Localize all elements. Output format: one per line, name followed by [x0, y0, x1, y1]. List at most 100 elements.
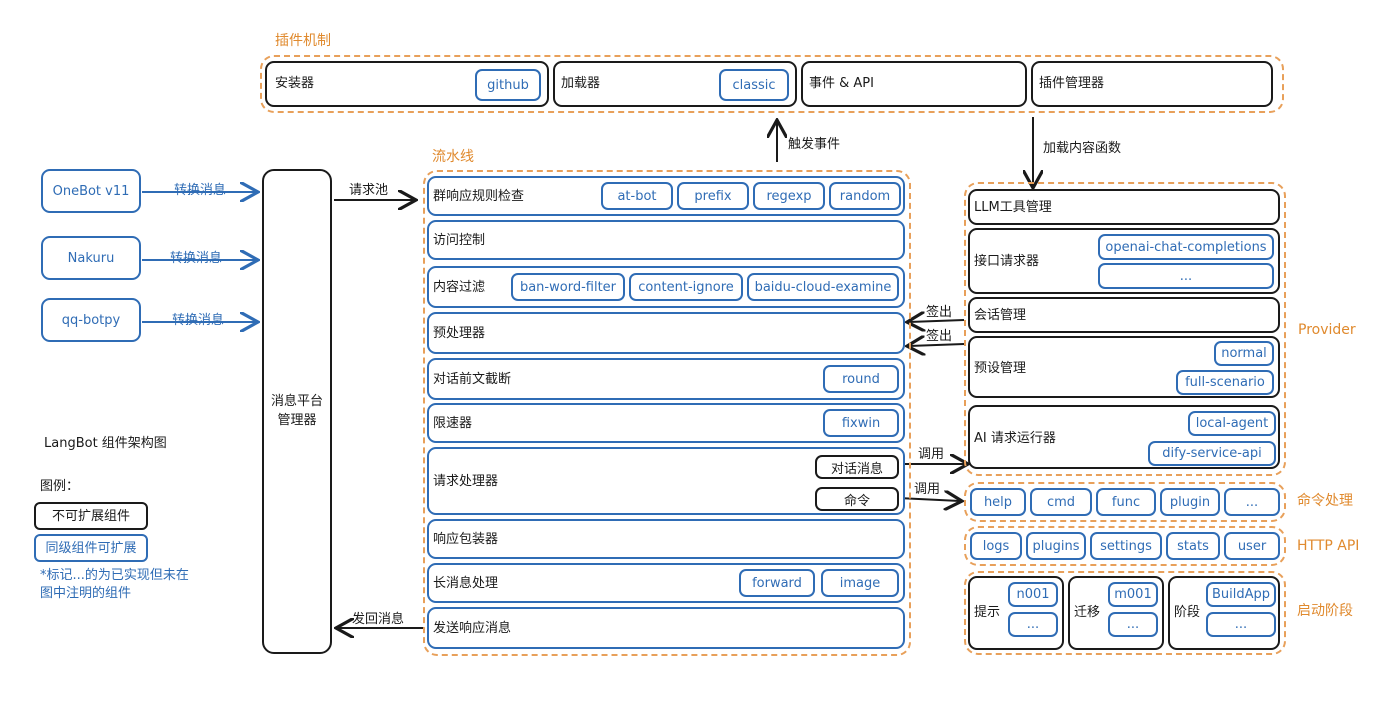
stage-group-rule-check: 群响应规则检查 at-bot prefix regexp random: [427, 176, 905, 216]
chip-cmd: cmd: [1030, 488, 1092, 516]
llm-tool-box: LLM工具管理: [968, 189, 1280, 225]
plugin-mechanism-group: [260, 55, 1284, 113]
handler-command-chip: 命令: [815, 487, 899, 511]
chip-ban-word-filter: ban-word-filter: [511, 273, 625, 301]
call-label-1: 调用: [918, 447, 945, 462]
platform-manager-label: 消息平台 管理器: [270, 394, 323, 428]
chip-stage-more: ...: [1206, 612, 1276, 637]
chip-fixwin: fixwin: [823, 409, 899, 437]
installer-box: 安装器 github: [265, 61, 549, 107]
llm-tool-label: LLM工具管理: [974, 200, 1052, 215]
adapter-arrow-label-3: 转换消息: [172, 313, 225, 328]
chip-openai-chat-completions: openai-chat-completions: [1098, 234, 1274, 260]
preset-box: 预设管理 normal full-scenario: [968, 336, 1280, 398]
chip-round: round: [823, 365, 899, 393]
commands-title: 命令处理: [1297, 493, 1353, 509]
stage-access-control: 访问控制: [427, 220, 905, 260]
legend-non-extensible: 不可扩展组件: [34, 502, 148, 530]
api-requester-label: 接口请求器: [974, 254, 1040, 269]
provider-title: Provider: [1298, 322, 1356, 338]
chip-func: func: [1096, 488, 1156, 516]
loader-box: 加载器 classic: [553, 61, 797, 107]
adapter-arrow-label-1: 转换消息: [174, 183, 227, 198]
stage-label: 预处理器: [433, 326, 486, 341]
chip-forward: forward: [739, 569, 815, 597]
boot-stage-box: 阶段 BuildApp ...: [1168, 576, 1280, 650]
signout-label-2: 签出: [926, 329, 953, 344]
chip-logs: logs: [970, 532, 1022, 560]
http-api-group: [964, 526, 1286, 566]
adapter-nakuru: Nakuru: [41, 236, 141, 280]
chip-api-more: ...: [1098, 263, 1274, 289]
stage-label: 内容过滤: [433, 280, 486, 295]
chip-migration-more: ...: [1108, 612, 1158, 637]
call-label-2: 调用: [914, 482, 941, 497]
boot-title: 启动阶段: [1297, 603, 1353, 619]
chip-help: help: [970, 488, 1026, 516]
boot-migration-label: 迁移: [1074, 605, 1101, 620]
trigger-event-label: 触发事件: [788, 137, 841, 152]
events-api-label: 事件 & API: [809, 76, 874, 91]
chip-content-ignore: content-ignore: [629, 273, 743, 301]
stage-label: 访问控制: [433, 233, 486, 248]
ai-runner-box: AI 请求运行器 local-agent dify-service-api: [968, 405, 1280, 469]
chip-prefix: prefix: [677, 182, 749, 210]
chip-commands-more: ...: [1224, 488, 1280, 516]
http-api-title: HTTP API: [1297, 538, 1360, 554]
stage-label: 群响应规则检查: [433, 189, 525, 204]
stage-label: 请求处理器: [433, 474, 499, 489]
stage-truncator: 对话前文截断 round: [427, 358, 905, 400]
diagram-title: LangBot 组件架构图: [44, 436, 167, 451]
stage-rate-limiter: 限速器 fixwin: [427, 403, 905, 443]
boot-notice-label: 提示: [974, 605, 1001, 620]
provider-group: [964, 182, 1286, 476]
send-back-label: 发回消息: [352, 612, 405, 627]
session-box: 会话管理: [968, 297, 1280, 333]
signout-arrow-2: [909, 344, 965, 346]
chip-baidu-cloud-examine: baidu-cloud-examine: [747, 273, 899, 301]
boot-group: [964, 571, 1286, 655]
events-api-box: 事件 & API: [801, 61, 1027, 107]
chip-normal: normal: [1214, 341, 1274, 366]
loader-chip-classic: classic: [719, 69, 789, 101]
plugin-manager-label: 插件管理器: [1039, 76, 1105, 91]
chip-dify-service-api: dify-service-api: [1148, 441, 1276, 466]
chip-full-scenario: full-scenario: [1176, 370, 1274, 395]
chip-m001: m001: [1108, 582, 1158, 607]
stage-label: 发送响应消息: [433, 621, 512, 636]
boot-notice-box: 提示 n001 ...: [968, 576, 1064, 650]
session-label: 会话管理: [974, 308, 1027, 323]
platform-manager-box: 消息平台 管理器: [262, 169, 332, 654]
stage-response-wrapper: 响应包装器: [427, 519, 905, 559]
signout-arrow-1: [909, 320, 965, 322]
adapter-arrow-label-2: 转换消息: [170, 251, 223, 266]
request-pool-label: 请求池: [349, 183, 389, 198]
legend-extensible: 同级组件可扩展: [34, 534, 148, 562]
signout-label-1: 签出: [926, 305, 953, 320]
preset-label: 预设管理: [974, 361, 1027, 376]
installer-label: 安装器: [275, 76, 315, 91]
legend-label: 图例：: [40, 479, 80, 494]
pipeline-group: [423, 170, 911, 656]
chip-notice-more: ...: [1008, 612, 1058, 637]
boot-migration-box: 迁移 m001 ...: [1068, 576, 1164, 650]
chip-at-bot: at-bot: [601, 182, 673, 210]
stage-send-response: 发送响应消息: [427, 607, 905, 649]
stage-request-processor: 请求处理器 对话消息 命令: [427, 447, 905, 515]
stage-label: 对话前文截断: [433, 372, 512, 387]
chip-regexp: regexp: [753, 182, 825, 210]
handler-chat-chip: 对话消息: [815, 455, 899, 479]
pipeline-title: 流水线: [432, 149, 474, 165]
stage-label: 响应包装器: [433, 532, 499, 547]
loader-label: 加载器: [561, 76, 601, 91]
load-func-label: 加载内容函数: [1043, 141, 1122, 156]
legend-note: *标记...的为已实现但未在 图中注明的组件: [40, 568, 189, 601]
chip-plugin: plugin: [1160, 488, 1220, 516]
stage-long-text: 长消息处理 forward image: [427, 563, 905, 603]
chip-n001: n001: [1008, 582, 1058, 607]
stage-label: 长消息处理: [433, 576, 499, 591]
plugin-mechanism-title: 插件机制: [275, 33, 331, 49]
adapter-qq-botpy: qq-botpy: [41, 298, 141, 342]
chip-local-agent: local-agent: [1188, 411, 1276, 436]
